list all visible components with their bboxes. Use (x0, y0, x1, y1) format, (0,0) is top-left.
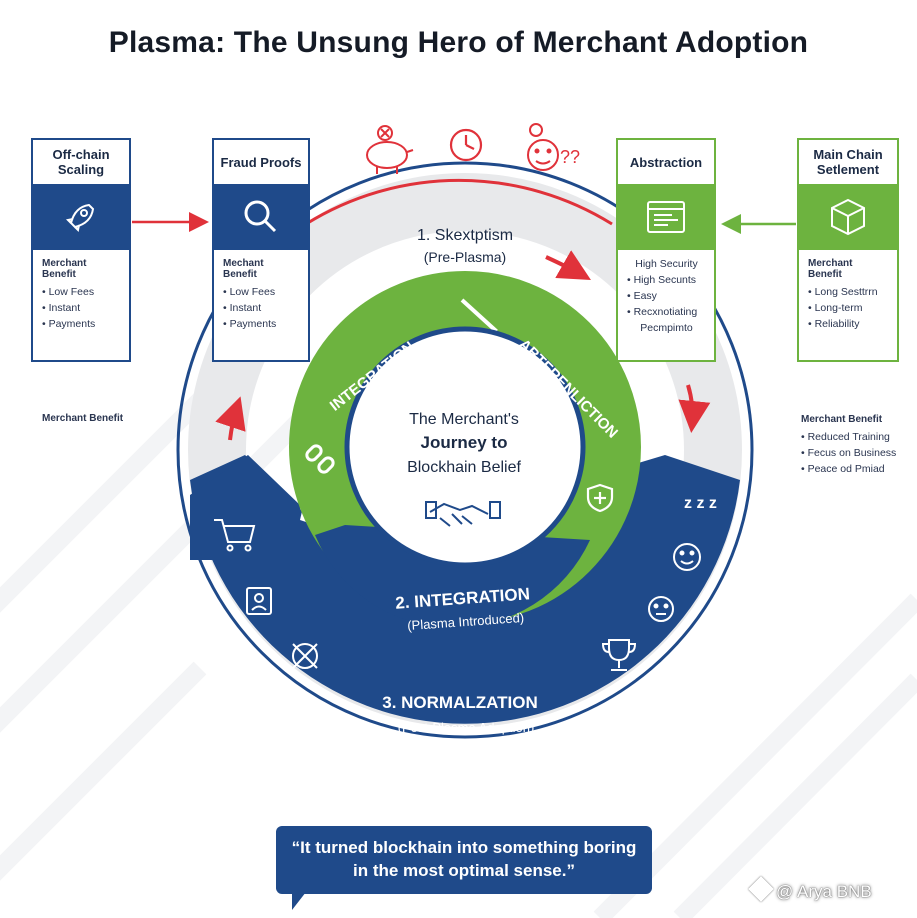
arrow-stage1-right (545, 250, 591, 280)
center-line3: Blockhain Belief (407, 459, 521, 476)
outer-ring (176, 161, 754, 739)
card-mainchain-item: • Long-term (808, 302, 863, 314)
card-fraud-item: • Low Fees (223, 286, 276, 298)
center-line2: Journey to (421, 433, 508, 452)
card-mainchain-benefit-heading: Merchant Benefit (808, 258, 853, 280)
card-abstraction-title: Abstraction (629, 154, 703, 170)
clock-icon (449, 128, 483, 162)
quote-box: “It turned blockhain into something bori… (276, 826, 652, 894)
center-circle-border (344, 326, 586, 568)
card-abstraction-item: • Easy (627, 290, 657, 302)
card-offchain-scaling: Off-chain Scaling Merchant Benefit • Low… (31, 138, 131, 362)
quote-line2: in the most optimal sense.” (353, 861, 575, 880)
cube-icon (831, 198, 865, 236)
card-offchain-item: • Instant (42, 302, 81, 314)
watermark: @ Arya BNB (748, 876, 872, 902)
card-abstraction-item: High Security (635, 258, 698, 270)
center-line1: The Merchant's (409, 411, 519, 428)
left-note-heading: Merchant Benefit (42, 413, 124, 424)
browser-window-icon (647, 201, 685, 233)
stage1-title: 1. Skextptism (417, 227, 513, 244)
page-title: Plasma: The Unsung Hero of Merchant Adop… (108, 26, 809, 59)
arrow-up-left (215, 396, 246, 441)
card-fraud-item: • Payments (223, 318, 277, 330)
chat-face-icon (648, 596, 674, 622)
piggy-bank-icon (366, 125, 414, 174)
handshake-icon (425, 501, 501, 527)
confused-face-icon (527, 123, 559, 171)
shopping-cart-icon (214, 519, 256, 552)
card-main-chain-settlement: Main Chain Setlement Merchant Benefit • … (797, 138, 899, 362)
card-fraud-title: Fraud Proofs (220, 154, 302, 170)
question-marks: ?? (560, 147, 580, 167)
quote-line1: “It turned blockhain into something bori… (291, 838, 637, 857)
rocket-icon (65, 203, 95, 233)
card-abstraction-item: • High Secunts (627, 274, 697, 286)
card-fraud-proofs: Fraud Proofs Mechant Benefit • Low Fees … (212, 138, 310, 362)
shield-plus-icon (586, 483, 614, 513)
left-benefit-note: Merchant Benefit (42, 413, 123, 430)
trophy-icon (601, 639, 637, 671)
right-benefit-note: Merchant Benefit • Reduced Training • Fe… (801, 414, 896, 479)
card-fraud-benefit-heading: Mechant Benefit (223, 258, 264, 280)
card-abstraction-item: Pecmpimto (640, 322, 693, 334)
sleep-zzz-icon: z z z (684, 495, 717, 512)
watermark-text: @ Arya BNB (776, 882, 872, 901)
card-abstraction-item: • Recxnotiating (627, 306, 698, 318)
card-fraud-item: • Instant (223, 302, 262, 314)
right-note-item: • Reduced Training (801, 431, 890, 443)
top-red-arc (305, 178, 613, 226)
right-note-heading: Merchant Benefit (801, 414, 883, 425)
smiley-face-icon (673, 543, 701, 571)
navy-band-chevron (190, 455, 300, 560)
card-mainchain-item: • Reliability (808, 318, 860, 330)
magnifier-icon (244, 200, 277, 233)
stage3-subtitle: (Post-Plasma Adoption) (398, 720, 535, 735)
card-mainchain-item: • Long Sesttrrn (808, 286, 878, 298)
stage1-subtitle: (Pre-Plasma) (424, 249, 506, 265)
quote-tail (292, 892, 306, 910)
card-offchain-benefit-heading: Merchant Benefit (42, 258, 87, 280)
network-globe-icon (292, 643, 318, 669)
card-offchain-item: • Low Fees (42, 286, 95, 298)
card-mainchain-title: Main Chain Setlement (813, 147, 883, 177)
watermark-diamond-icon (748, 876, 774, 902)
card-abstraction: Abstraction High Security • High Secunts… (616, 138, 716, 362)
arrow-down-right (678, 384, 711, 433)
chain-link-icon (305, 444, 335, 474)
card-offchain-item: • Payments (42, 318, 96, 330)
id-card-icon (246, 587, 272, 615)
right-note-item: • Fecus on Business (801, 447, 897, 459)
right-note-item: • Peace od Pmiad (801, 463, 885, 475)
card-offchain-title: Off-chain Scaling (52, 147, 110, 177)
stage3-title: 3. NORMALZATION (382, 693, 538, 712)
